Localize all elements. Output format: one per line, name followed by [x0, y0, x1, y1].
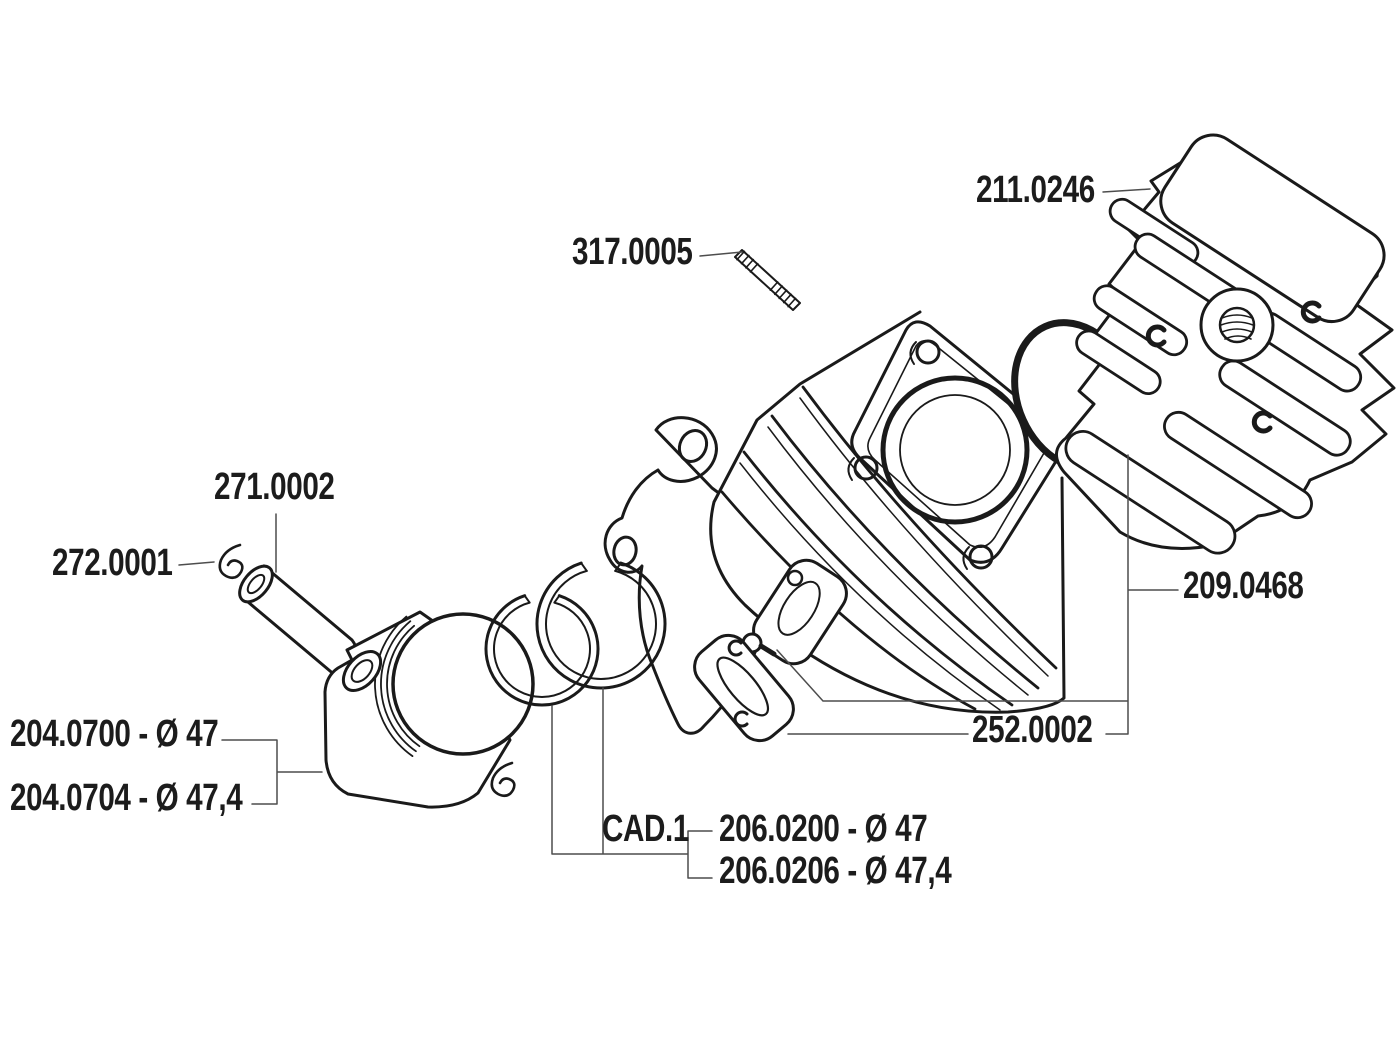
piston-drawing: [323, 610, 535, 809]
cylinder-head-drawing: [1055, 133, 1396, 555]
piston-pin-drawing: [238, 564, 358, 678]
part-label-circlip: 272.0001: [52, 542, 173, 584]
part-label-head-oring: 209.0468: [1183, 565, 1304, 607]
part-label-rings-series: CAD.1: [602, 808, 689, 850]
piston-rings-drawing: [484, 561, 667, 707]
part-label-exhaust-gasket: 252.0002: [972, 709, 1093, 751]
cylinder-drawing: [709, 310, 1066, 714]
part-label-ring-d47: 206.0200 - Ø 47: [719, 808, 928, 850]
part-label-cylinder-head: 211.0246: [976, 169, 1095, 211]
leader-lines: [178, 188, 1179, 879]
part-label-piston-d47-4: 204.0704 - Ø 47,4: [10, 777, 243, 819]
exhaust-gasket-drawing: [693, 633, 795, 743]
part-label-piston-pin: 271.0002: [214, 466, 335, 508]
part-label-piston-d47: 204.0700 - Ø 47: [10, 713, 219, 755]
part-label-stud: 317.0005: [572, 231, 693, 273]
part-label-ring-d47-4: 206.0206 - Ø 47,4: [719, 850, 952, 892]
stud-bolt-drawing: [734, 249, 801, 311]
circlip-drawing: [218, 543, 516, 798]
